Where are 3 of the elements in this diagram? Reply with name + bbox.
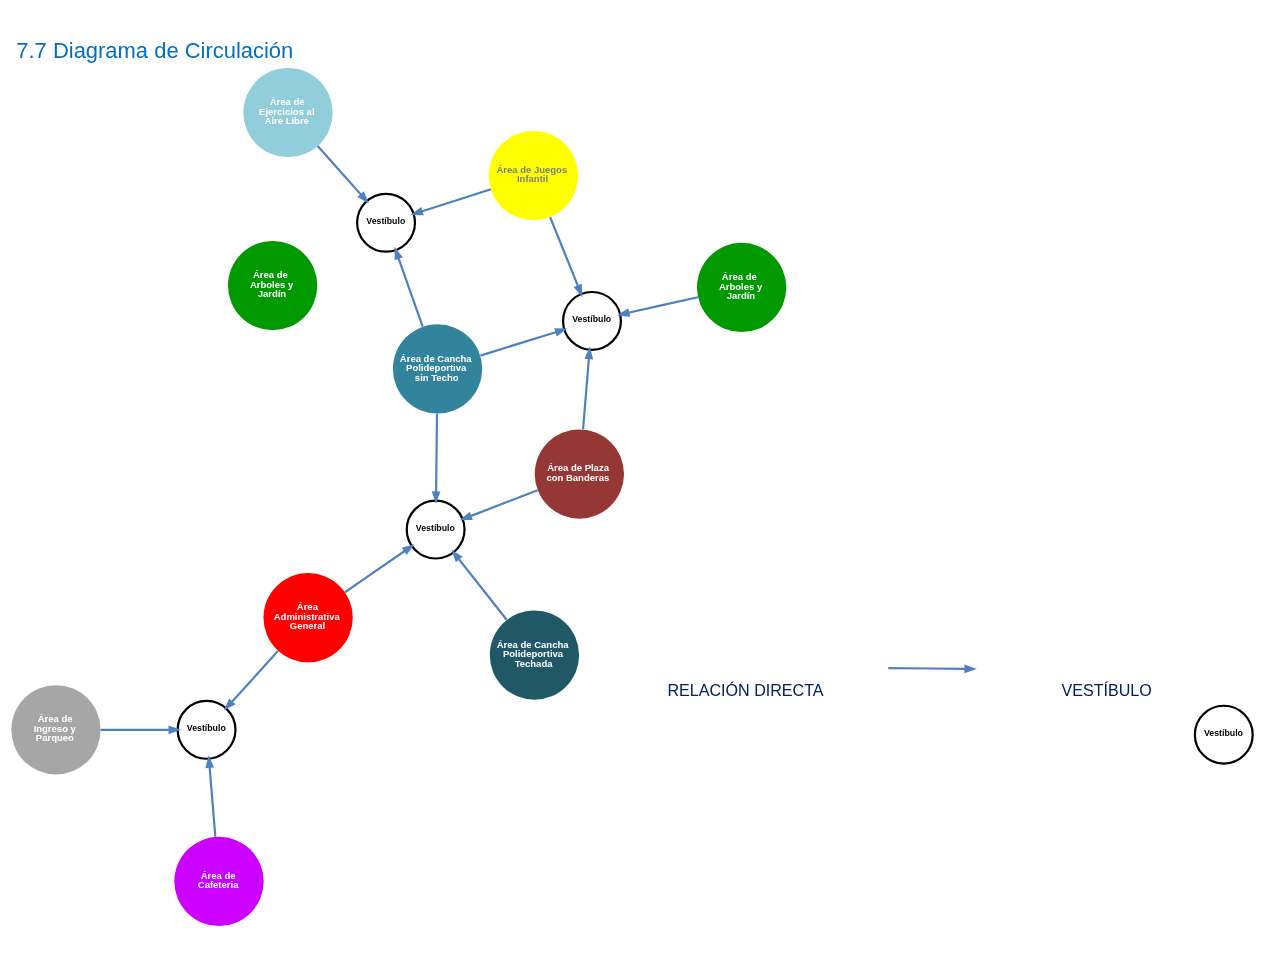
legend-label: RELACIÓN DIRECTA: [667, 680, 824, 699]
legend-label: VESTÍBULO: [1061, 680, 1152, 699]
diagram-title: 7.7 Diagrama de Circulación: [16, 37, 294, 63]
